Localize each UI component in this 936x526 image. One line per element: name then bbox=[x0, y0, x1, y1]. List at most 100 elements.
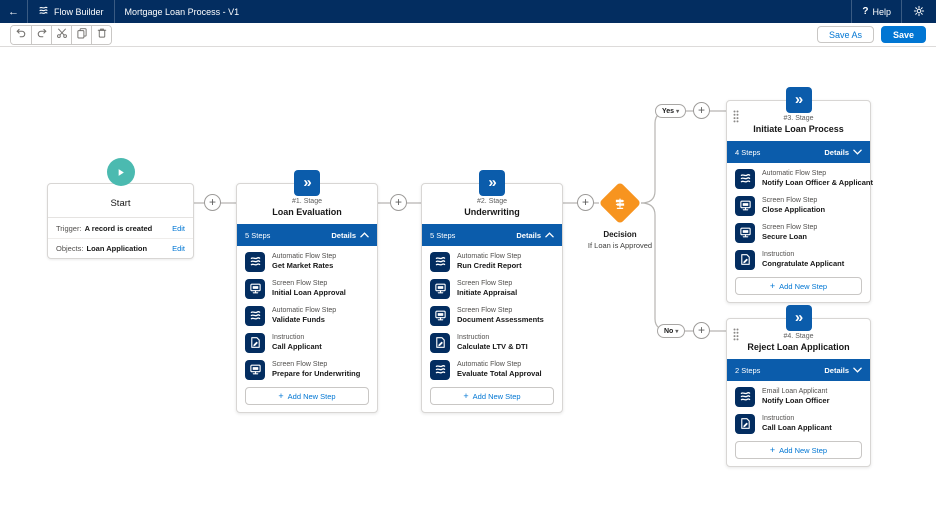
step-row[interactable]: Screen Flow Step Secure Loan bbox=[727, 219, 870, 246]
edit-link[interactable]: Edit bbox=[172, 223, 185, 233]
stage-details-bar[interactable]: 5 Steps Details bbox=[237, 224, 377, 246]
edit-actions-group bbox=[10, 24, 112, 45]
step-row[interactable]: Automatic Flow Step Get Market Rates bbox=[237, 248, 377, 275]
stage-header[interactable]: #2. Stage Underwriting bbox=[422, 184, 562, 224]
flow-title: Mortgage Loan Process - V1 bbox=[124, 6, 240, 17]
stage-details-bar[interactable]: 4 Steps Details bbox=[727, 141, 870, 163]
screen-step-icon bbox=[430, 305, 450, 326]
step-type: Instruction bbox=[272, 334, 305, 341]
add-new-step-button[interactable]: Add New Step bbox=[735, 441, 862, 459]
config-label: Trigger: bbox=[56, 223, 82, 233]
step-type: Screen Flow Step bbox=[762, 224, 818, 231]
step-type: Automatic Flow Step bbox=[457, 361, 522, 368]
flow-icon bbox=[38, 5, 49, 18]
add-element-button[interactable] bbox=[204, 194, 221, 211]
step-name: Secure Loan bbox=[762, 232, 808, 241]
settings-button[interactable] bbox=[902, 0, 936, 23]
flow-step-icon bbox=[430, 359, 450, 380]
steps-count: 5 Steps bbox=[245, 230, 271, 240]
add-new-step-button[interactable]: Add New Step bbox=[245, 387, 369, 405]
add-element-button[interactable] bbox=[693, 102, 710, 119]
product-section: Flow Builder bbox=[28, 0, 115, 23]
step-row[interactable]: Screen Flow Step Initial Loan Approval bbox=[237, 275, 377, 302]
step-row[interactable]: Email Loan Applicant Notify Loan Officer bbox=[727, 383, 870, 410]
step-type: Screen Flow Step bbox=[272, 280, 328, 287]
step-name: Prepare for Underwriting bbox=[272, 369, 361, 378]
edit-link[interactable]: Edit bbox=[172, 244, 185, 253]
step-type: Automatic Flow Step bbox=[762, 170, 827, 177]
redo-icon bbox=[36, 27, 48, 42]
decision-node: Decision If Loan is Approved bbox=[565, 181, 675, 250]
add-element-button[interactable] bbox=[390, 194, 407, 211]
step-row[interactable]: Screen Flow Step Close Application bbox=[727, 192, 870, 219]
double-chevron-icon: » bbox=[794, 90, 803, 108]
step-name: Close Application bbox=[762, 205, 826, 214]
step-row[interactable]: Automatic Flow Step Run Credit Report bbox=[422, 248, 562, 275]
step-name: Document Assessments bbox=[457, 315, 544, 324]
cut-button[interactable] bbox=[51, 25, 71, 44]
details-label: Details bbox=[331, 230, 356, 240]
start-title: Start bbox=[48, 184, 193, 218]
step-row[interactable]: Screen Flow Step Initiate Appraisal bbox=[422, 275, 562, 302]
add-element-button[interactable] bbox=[577, 194, 594, 211]
step-type: Instruction bbox=[762, 251, 795, 258]
details-label: Details bbox=[824, 365, 849, 375]
cut-icon bbox=[56, 27, 68, 42]
stage-card-1: » #1. Stage Loan Evaluation bbox=[236, 170, 378, 413]
start-config-row: Objects: Loan Application Edit bbox=[48, 238, 193, 258]
step-row[interactable]: Screen Flow Step Document Assessments bbox=[422, 302, 562, 329]
instruction-step-icon bbox=[735, 249, 755, 270]
step-row[interactable]: Instruction Congratulate Applicant bbox=[727, 246, 870, 273]
branch-pill-no[interactable]: No bbox=[657, 324, 686, 338]
back-button[interactable]: ← bbox=[0, 0, 28, 23]
decision-element[interactable] bbox=[598, 181, 642, 225]
drag-handle-icon[interactable] bbox=[733, 110, 739, 128]
branch-label: No bbox=[664, 327, 674, 335]
redo-button[interactable] bbox=[31, 25, 51, 44]
save-button[interactable]: Save bbox=[880, 26, 926, 43]
step-row[interactable]: Automatic Flow Step Validate Funds bbox=[237, 302, 377, 329]
stage-details-bar[interactable]: 2 Steps Details bbox=[727, 359, 870, 381]
stage-header[interactable]: #1. Stage Loan Evaluation bbox=[237, 184, 377, 224]
step-row[interactable]: Automatic Flow Step Notify Loan Officer … bbox=[727, 165, 873, 192]
step-row[interactable]: Automatic Flow Step Evaluate Total Appro… bbox=[422, 356, 562, 383]
step-type: Screen Flow Step bbox=[272, 361, 328, 368]
config-label: Objects: bbox=[56, 244, 84, 253]
stage-details-bar[interactable]: 5 Steps Details bbox=[422, 224, 562, 246]
add-new-step-button[interactable]: Add New Step bbox=[430, 387, 554, 405]
copy-button[interactable] bbox=[71, 25, 91, 44]
stage-element-icon[interactable]: » bbox=[785, 305, 812, 331]
add-element-button[interactable] bbox=[693, 322, 710, 339]
step-type: Automatic Flow Step bbox=[272, 307, 337, 314]
stage-element-icon[interactable]: » bbox=[294, 170, 320, 196]
undo-button[interactable] bbox=[11, 25, 31, 44]
stage-header[interactable]: #4. Stage Reject Loan Application bbox=[727, 319, 870, 359]
details-label: Details bbox=[824, 147, 849, 157]
step-name: Evaluate Total Approval bbox=[457, 369, 542, 378]
chevron-down-icon bbox=[853, 148, 862, 157]
start-card[interactable]: Start Trigger: A record is created Edit … bbox=[47, 183, 194, 259]
flow-step-icon bbox=[735, 168, 755, 189]
delete-button[interactable] bbox=[91, 25, 111, 44]
step-row[interactable]: Screen Flow Step Prepare for Underwritin… bbox=[237, 356, 377, 383]
start-play-button[interactable] bbox=[106, 158, 135, 186]
double-chevron-icon: » bbox=[488, 173, 496, 191]
play-icon bbox=[118, 168, 124, 176]
config-value: A record is created bbox=[84, 223, 153, 233]
stage-element-icon[interactable]: » bbox=[479, 170, 505, 196]
help-button[interactable]: ? Help bbox=[851, 0, 902, 23]
save-as-button[interactable]: Save As bbox=[816, 26, 874, 43]
stage-element-icon[interactable]: » bbox=[785, 87, 812, 113]
step-name: Initiate Appraisal bbox=[457, 288, 518, 297]
step-row[interactable]: Instruction Calculate LTV & DTI bbox=[422, 329, 562, 356]
add-new-step-button[interactable]: Add New Step bbox=[735, 277, 862, 295]
drag-handle-icon[interactable] bbox=[733, 328, 739, 346]
step-row[interactable]: Instruction Call Applicant bbox=[237, 329, 377, 356]
stage-header[interactable]: #3. Stage Initiate Loan Process bbox=[727, 101, 870, 141]
screen-step-icon bbox=[245, 359, 265, 380]
step-row[interactable]: Instruction Call Loan Applicant bbox=[727, 410, 870, 437]
flow-canvas[interactable]: Start Trigger: A record is created Edit … bbox=[0, 47, 936, 526]
stage-card-3: » #3. Stage Initiate Loan Process bbox=[726, 87, 873, 303]
branch-pill-yes[interactable]: Yes bbox=[655, 104, 687, 118]
